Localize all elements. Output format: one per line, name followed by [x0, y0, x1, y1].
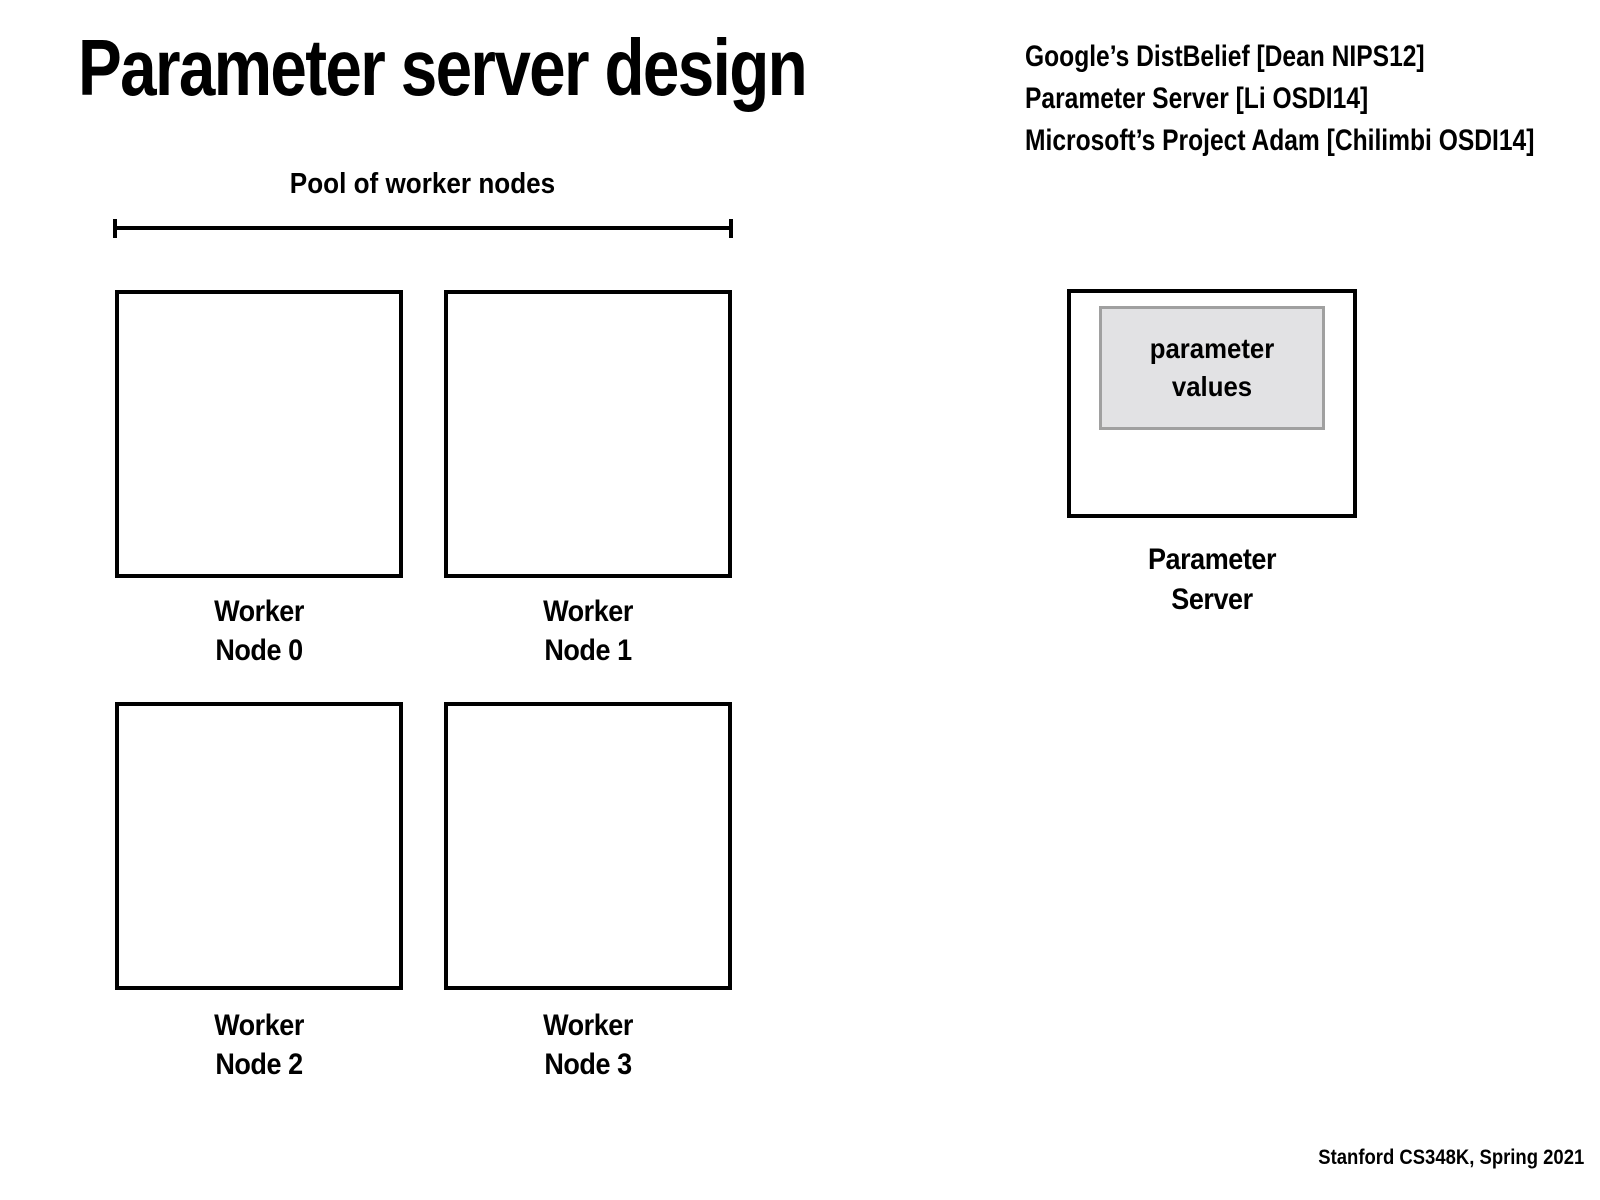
- pool-bracket-left-tick: [113, 219, 117, 238]
- worker-node-0-label: Worker Node 0: [129, 592, 388, 670]
- pool-bracket-right-tick: [729, 219, 733, 238]
- worker-node-1-label: Worker Node 1: [458, 592, 717, 670]
- worker-node-0-label-line1: Worker: [214, 595, 304, 628]
- page-title: Parameter server design: [78, 23, 808, 112]
- worker-node-3-label: Worker Node 3: [458, 1006, 717, 1084]
- worker-node-3-box: [444, 702, 732, 990]
- pool-of-worker-nodes-label: Pool of worker nodes: [289, 168, 556, 200]
- worker-node-2-box: [115, 702, 403, 990]
- reference-item: Microsoft’s Project Adam [Chilimbi OSDI1…: [1025, 124, 1535, 157]
- worker-node-0-box: [115, 290, 403, 578]
- reference-list: Google’s DistBelief [Dean NIPS12] Parame…: [1025, 36, 1534, 162]
- worker-node-2-label: Worker Node 2: [129, 1006, 388, 1084]
- footer-credit: Stanford CS348K, Spring 2021: [1318, 1146, 1584, 1169]
- reference-item: Google’s DistBelief [Dean NIPS12]: [1025, 40, 1425, 73]
- worker-node-2-label-line1: Worker: [214, 1009, 304, 1042]
- worker-node-1-label-line2: Node 1: [544, 634, 632, 667]
- worker-node-3-label-line2: Node 3: [544, 1048, 632, 1081]
- parameter-server-label: Parameter Server: [1082, 540, 1343, 620]
- worker-node-3-label-line1: Worker: [543, 1009, 633, 1042]
- parameter-values-label-line1: parameter: [1149, 333, 1275, 364]
- worker-node-2-label-line2: Node 2: [215, 1048, 303, 1081]
- pool-bracket-line: [113, 226, 733, 230]
- parameter-values-box: parameter values: [1099, 306, 1325, 430]
- worker-node-1-label-line1: Worker: [543, 595, 633, 628]
- parameter-server-label-line2: Server: [1171, 583, 1253, 616]
- worker-node-1-box: [444, 290, 732, 578]
- worker-node-0-label-line2: Node 0: [215, 634, 303, 667]
- reference-item: Parameter Server [Li OSDI14]: [1025, 82, 1369, 115]
- parameter-values-label-line2: values: [1171, 371, 1253, 402]
- parameter-server-label-line1: Parameter: [1147, 543, 1277, 576]
